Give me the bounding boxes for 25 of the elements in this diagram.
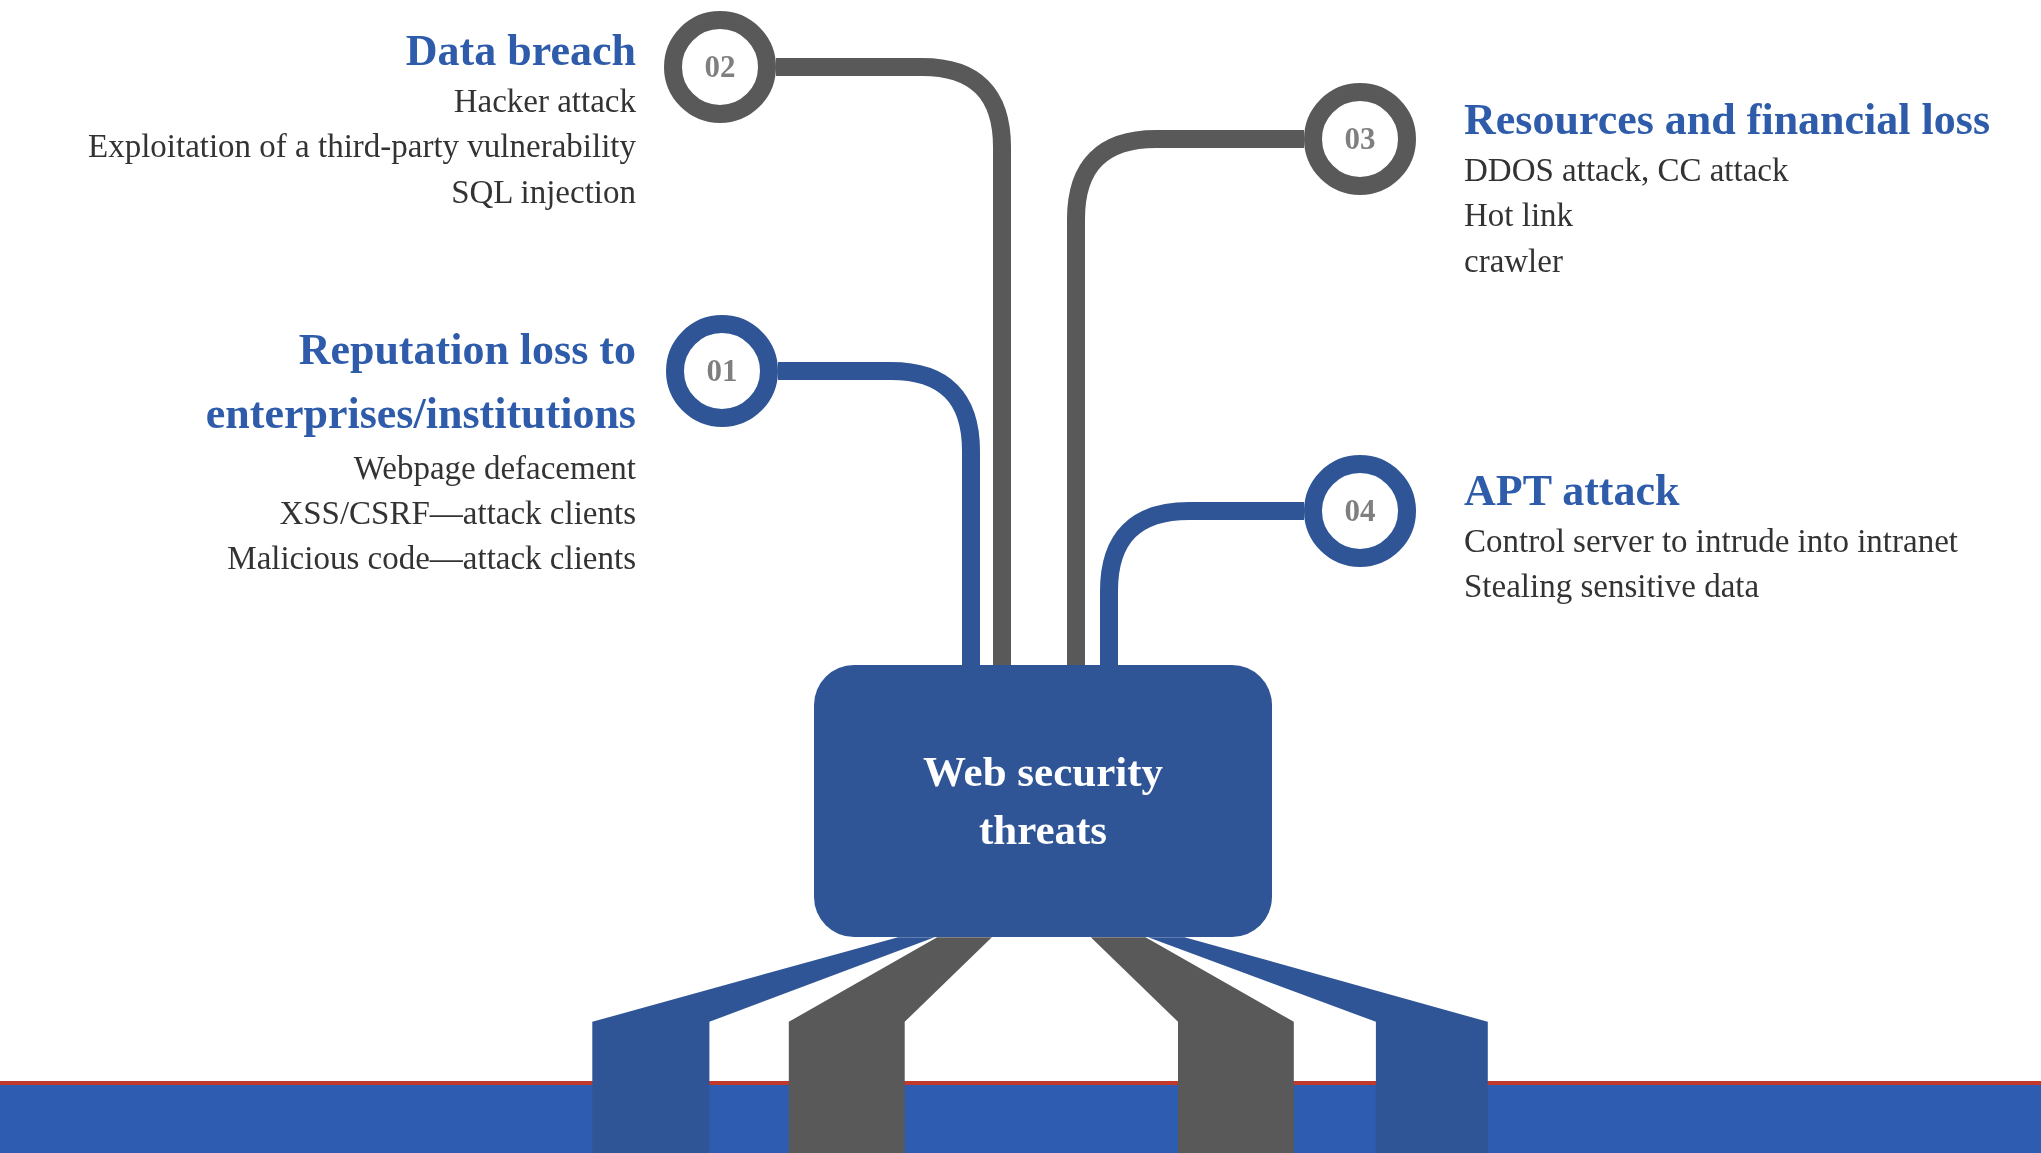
connector-line — [1067, 130, 1304, 665]
step-number: 02 — [704, 49, 736, 85]
category-heading: Resources and financial loss — [1464, 94, 1992, 146]
threat-item: Webpage defacement — [352, 448, 636, 488]
threat-item: Stealing sensitive data — [1464, 567, 1761, 607]
category-heading: Reputation loss to enterprises/institutions — [204, 324, 636, 440]
threat-item: Hot link — [1464, 196, 1575, 236]
step-number: 04 — [1344, 493, 1376, 529]
center-box — [814, 665, 1272, 937]
threat-item: DDOS attack, CC attack — [1464, 151, 1790, 191]
category-heading: Data breach — [404, 25, 636, 77]
threat-item: Hacker attack — [452, 82, 636, 122]
threat-item: Malicious code—attack clients — [226, 539, 636, 578]
step-number: 01 — [706, 353, 738, 389]
category-heading: APT attack — [1464, 465, 1681, 517]
connector-line — [1100, 502, 1304, 665]
connector-line — [776, 58, 1011, 665]
threat-item: XSS/CSRF—attack clients — [278, 493, 636, 533]
threat-item: Exploitation of a third-party vulnerability — [86, 127, 636, 167]
center-title: Web security threats — [921, 746, 1165, 855]
threat-item: crawler — [1464, 241, 1564, 281]
threat-item: Control server to intrude into intranet — [1464, 522, 1959, 562]
step-number: 03 — [1344, 121, 1376, 157]
threat-item: SQL injection — [450, 172, 636, 212]
connector-line — [778, 362, 980, 665]
